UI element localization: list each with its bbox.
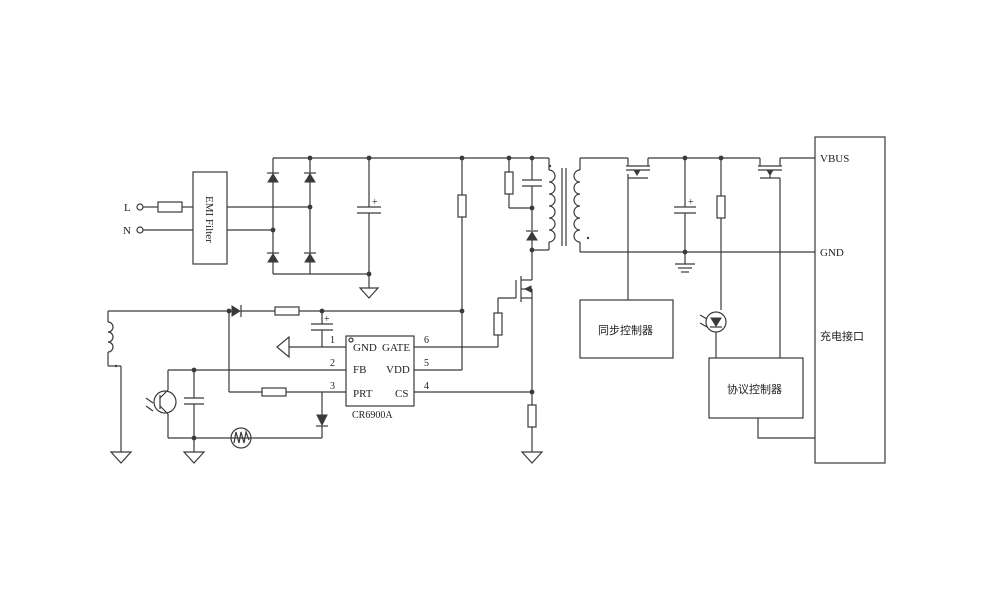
vbus-label: VBUS <box>820 153 849 165</box>
svg-text:+: + <box>688 197 694 208</box>
svg-text:3: 3 <box>330 381 335 392</box>
neutral-input-label: N <box>123 225 131 237</box>
pin-gnd-label: GND <box>353 342 377 354</box>
charge-port-label: 充电接口 <box>820 329 864 343</box>
vbus-switch-mosfet <box>758 158 782 358</box>
prt-network <box>228 311 346 449</box>
bridge-rectifier <box>267 158 316 274</box>
protocol-controller-label: 协议控制器 <box>727 382 782 396</box>
ground-symbol <box>358 287 380 299</box>
neutral-terminal <box>136 226 144 234</box>
feedback-opto-transistor <box>145 369 346 439</box>
sync-rectifier-mosfet <box>626 158 650 300</box>
charge-port-block: VBUS GND 充电接口 <box>814 136 886 464</box>
junction-dots <box>191 155 724 441</box>
svg-text:4: 4 <box>424 381 429 392</box>
transformer <box>532 157 590 252</box>
ground-symbol <box>520 451 544 464</box>
ground-symbol <box>276 335 290 359</box>
aux-winding <box>107 305 462 464</box>
sense-resistor <box>520 392 544 464</box>
pin-prt-label: PRT <box>353 388 373 400</box>
pin-vdd-label: VDD <box>386 364 410 376</box>
protocol-controller-block: 协议控制器 <box>708 357 804 419</box>
fuse <box>157 201 183 213</box>
svg-text:1: 1 <box>330 335 335 346</box>
rcd-snubber <box>504 158 542 250</box>
ic-part-number: CR6900A <box>352 410 393 421</box>
gnd-label: GND <box>820 247 844 259</box>
emi-filter-label: EMI Filter <box>203 196 215 243</box>
ground-symbol <box>109 451 133 464</box>
line-terminal <box>136 203 144 211</box>
emi-filter: EMI Filter <box>192 171 228 265</box>
line-input-label: L <box>124 202 131 214</box>
pin-gate-label: GATE <box>382 342 410 354</box>
fb-capacitor <box>182 370 206 464</box>
svg-text:+: + <box>324 314 330 325</box>
pin-fb-label: FB <box>353 364 366 376</box>
ground-symbol <box>182 451 206 464</box>
thermistor <box>230 427 252 449</box>
svg-text:6: 6 <box>424 335 429 346</box>
primary-mosfet <box>493 250 533 392</box>
startup-resistor <box>457 158 467 311</box>
ac-input-section: L N <box>123 201 193 237</box>
pin-cs-label: CS <box>395 388 408 400</box>
sync-controller-block: 同步控制器 <box>579 299 674 359</box>
controller-ic: GND GATE FB VDD PRT CS CR6900A 1 2 3 6 5… <box>330 335 429 421</box>
svg-text:+: + <box>372 197 378 208</box>
svg-text:5: 5 <box>424 358 429 369</box>
optocoupler-led <box>699 158 727 358</box>
output-capacitor: + <box>674 158 696 273</box>
svg-text:2: 2 <box>330 358 335 369</box>
sync-controller-label: 同步控制器 <box>598 323 653 337</box>
bulk-capacitor: + <box>357 158 381 299</box>
